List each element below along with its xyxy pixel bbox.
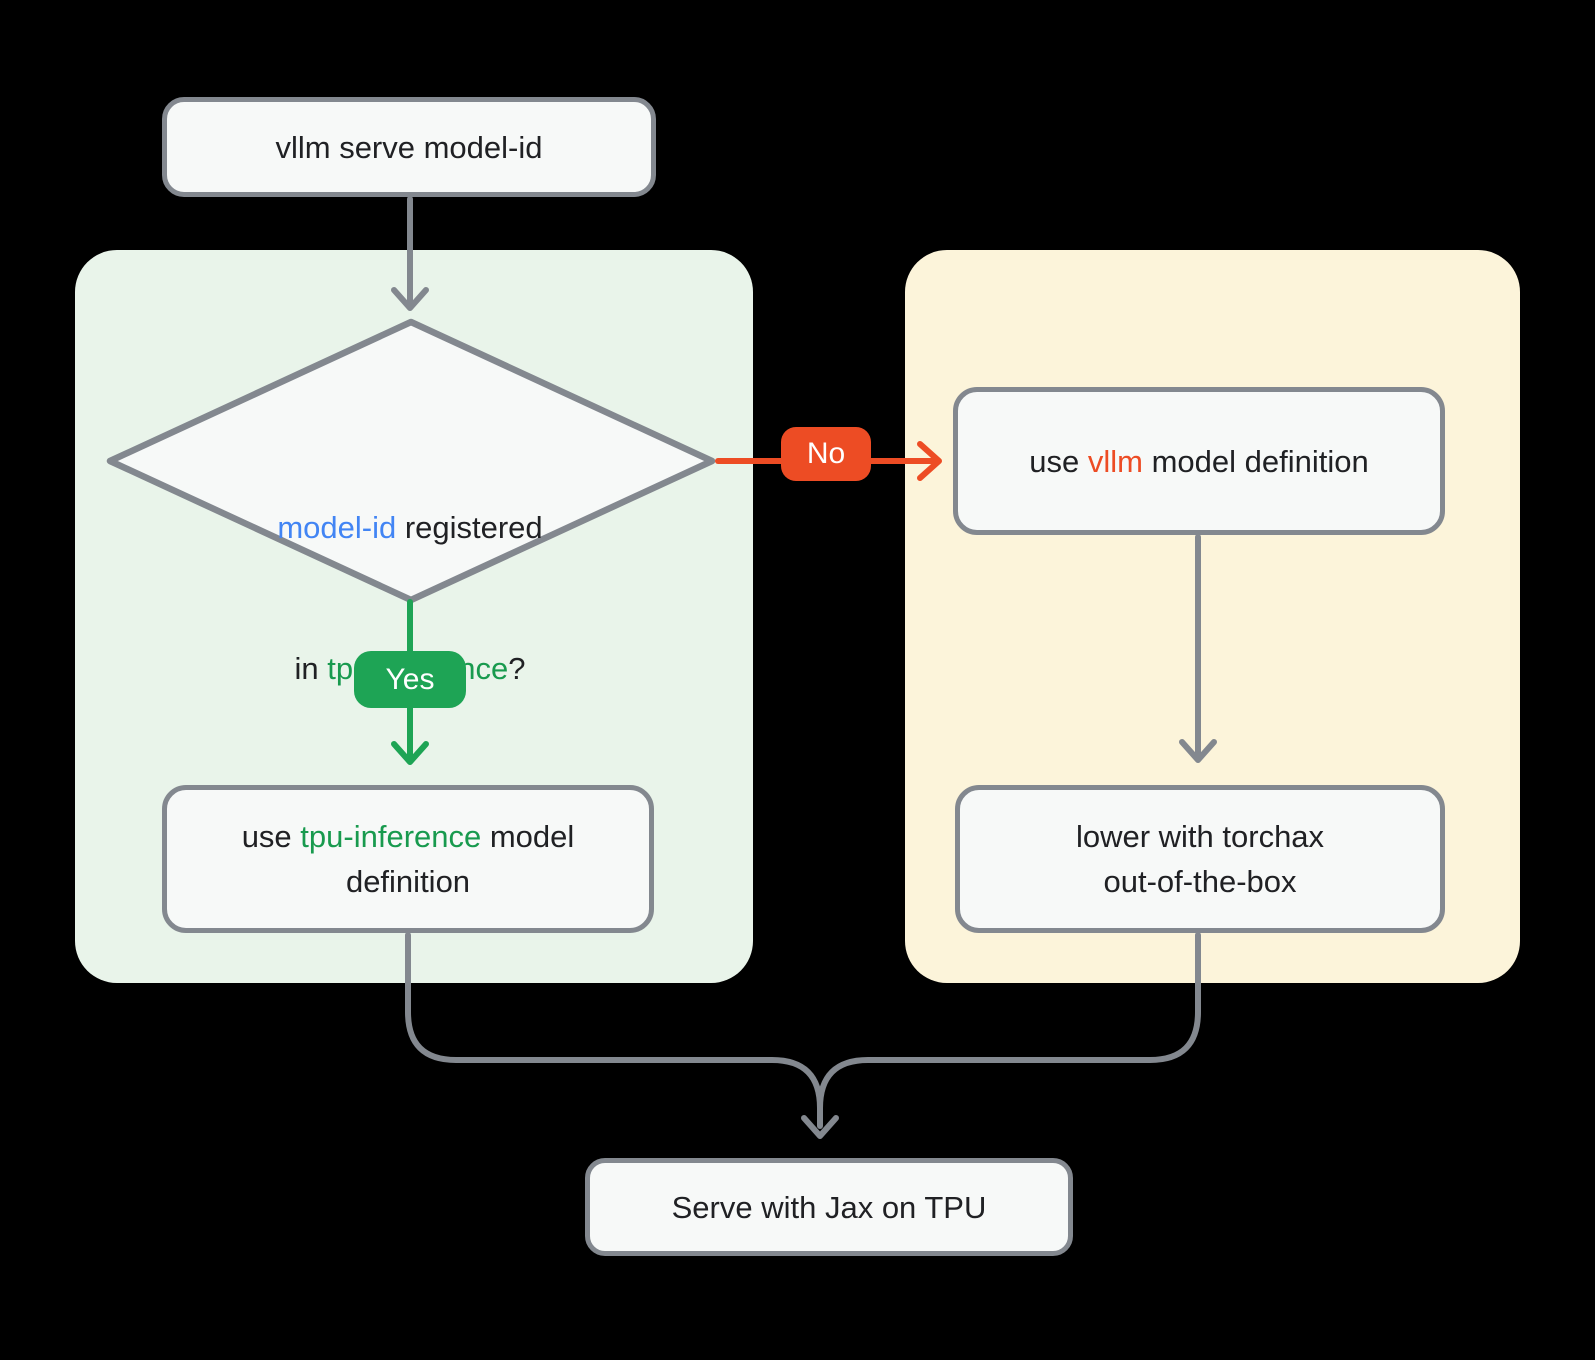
start-label: vllm serve model-id [275,129,543,165]
down-arrowhead-icon [391,287,429,311]
yes-badge-label: Yes [385,662,435,696]
node-use-tpu-inference-model-definition: use tpu-inference model definition [162,785,654,933]
node-use-vllm-model-definition: use vllm model definition [953,387,1445,535]
merge-right-connector [817,932,1201,1111]
node-lower-with-torchax: lower with torchax out-of-the-box [955,785,1445,933]
merge-left-connector [405,932,823,1129]
use-tpu-line-1: use tpu-inference model [241,819,575,854]
serve-label: Serve with Jax on TPU [671,1189,987,1225]
down-arrowhead-icon [1179,739,1217,763]
right-arrowhead-icon [917,441,942,481]
no-badge: No [781,427,871,481]
yes-badge: Yes [354,651,466,708]
node-serve-with-jax-on-tpu: Serve with Jax on TPU [585,1158,1073,1256]
use-tpu-line-2: definition [345,864,471,899]
torchax-line-2: out-of-the-box [1103,864,1297,899]
down-arrowhead-icon [391,741,429,765]
down-arrowhead-icon [801,1115,839,1139]
torchax-line-1: lower with torchax [1075,819,1325,854]
use-vllm-label: use vllm model definition [1029,443,1369,479]
decision-line-1: model-id registered [277,510,543,545]
no-badge-label: No [806,437,846,470]
node-vllm-serve: vllm serve model-id [162,97,656,197]
decision-label: model-id registered in tpu-inference? [160,410,660,786]
